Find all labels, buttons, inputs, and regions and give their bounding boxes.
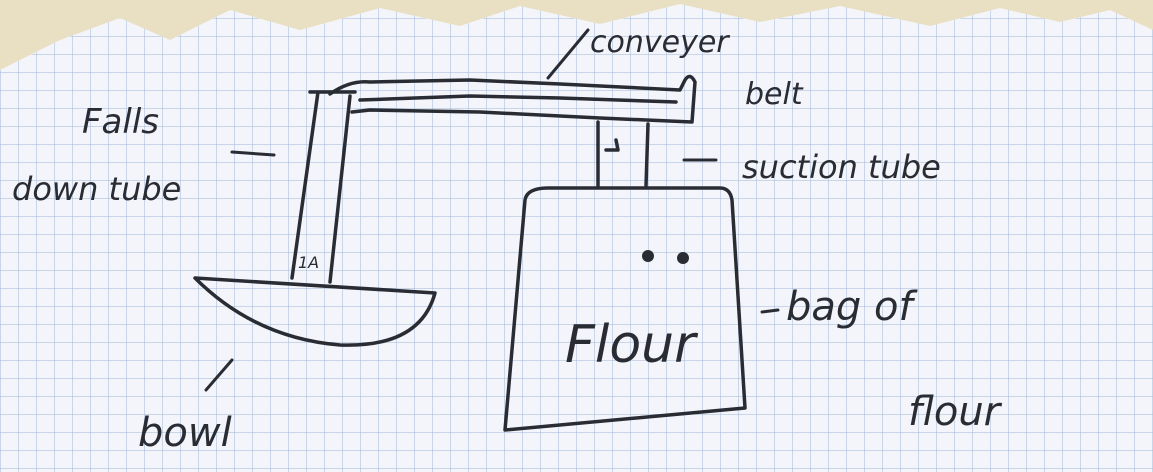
conveyor-label-line1: conveyer: [590, 25, 730, 60]
suction-tube-label: suction tube: [742, 148, 941, 186]
bag-text: Flour: [565, 315, 699, 375]
falls-label-line2: down tube: [12, 170, 181, 208]
conveyor-label-line2: belt: [745, 77, 804, 112]
bag-label-line1: bag of: [786, 284, 918, 330]
falls-label-line1: Falls: [82, 102, 159, 142]
tube-mark: 1A: [298, 253, 319, 272]
bowl-label: bowl: [138, 410, 232, 456]
bag-label-line2: flour: [908, 389, 1003, 435]
